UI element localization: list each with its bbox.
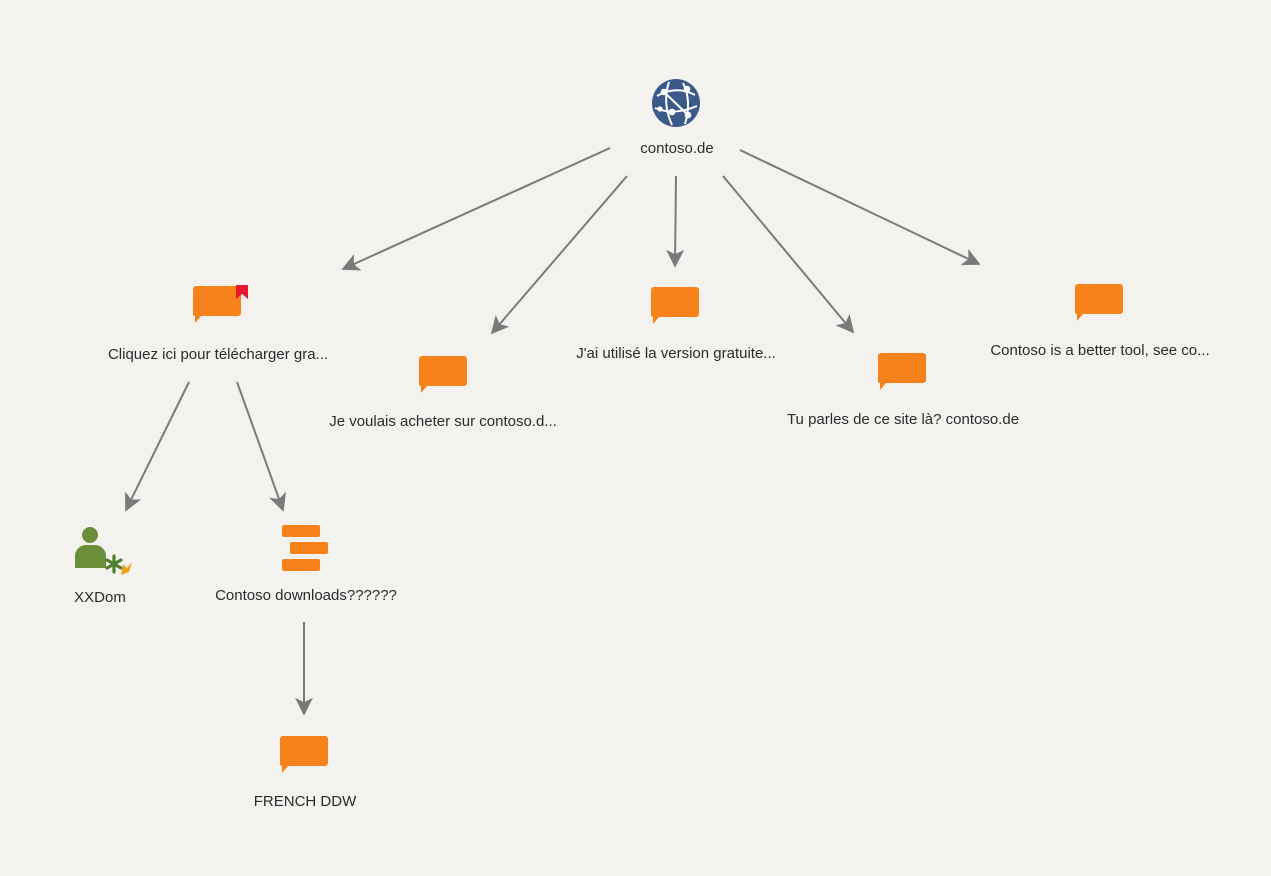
edge-telecharger-downloads [236,381,286,512]
edge-root-acheter [490,175,628,335]
edges [125,147,981,716]
edge-root-telecharger [341,147,611,271]
post-label-french[interactable]: FRENCH DDW [253,793,357,810]
user-label-xxdom[interactable]: XXDom [74,589,126,606]
comment-icon[interactable] [280,736,328,773]
post-label-telecharger[interactable]: Cliquez ici pour télécharger gra... [107,346,329,363]
thread-icon[interactable] [282,525,328,571]
comment-icon[interactable] [1075,284,1123,321]
post-label-better[interactable]: Contoso is a better tool, see co... [990,342,1210,359]
comment-flagged-icon[interactable] [193,285,248,323]
thread-label-downloads[interactable]: Contoso downloads?????? [215,587,397,604]
comment-icon[interactable] [651,287,699,324]
post-label-site[interactable]: Tu parles de ce site là? contoso.de [786,411,1020,428]
edge-telecharger-xxdom [125,381,190,512]
edge-root-better [739,149,981,266]
comment-icon[interactable] [419,356,467,393]
globe-network-icon[interactable] [652,79,700,127]
edge-root-site [722,175,855,334]
post-label-version[interactable]: J'ai utilisé la version gratuite... [576,345,776,362]
comment-icon[interactable] [878,353,926,390]
edge-root-version [666,175,685,268]
user-add-icon[interactable] [75,527,132,575]
root-label[interactable]: contoso.de [640,140,714,157]
post-label-acheter[interactable]: Je voulais acheter sur contoso.d... [329,413,557,430]
